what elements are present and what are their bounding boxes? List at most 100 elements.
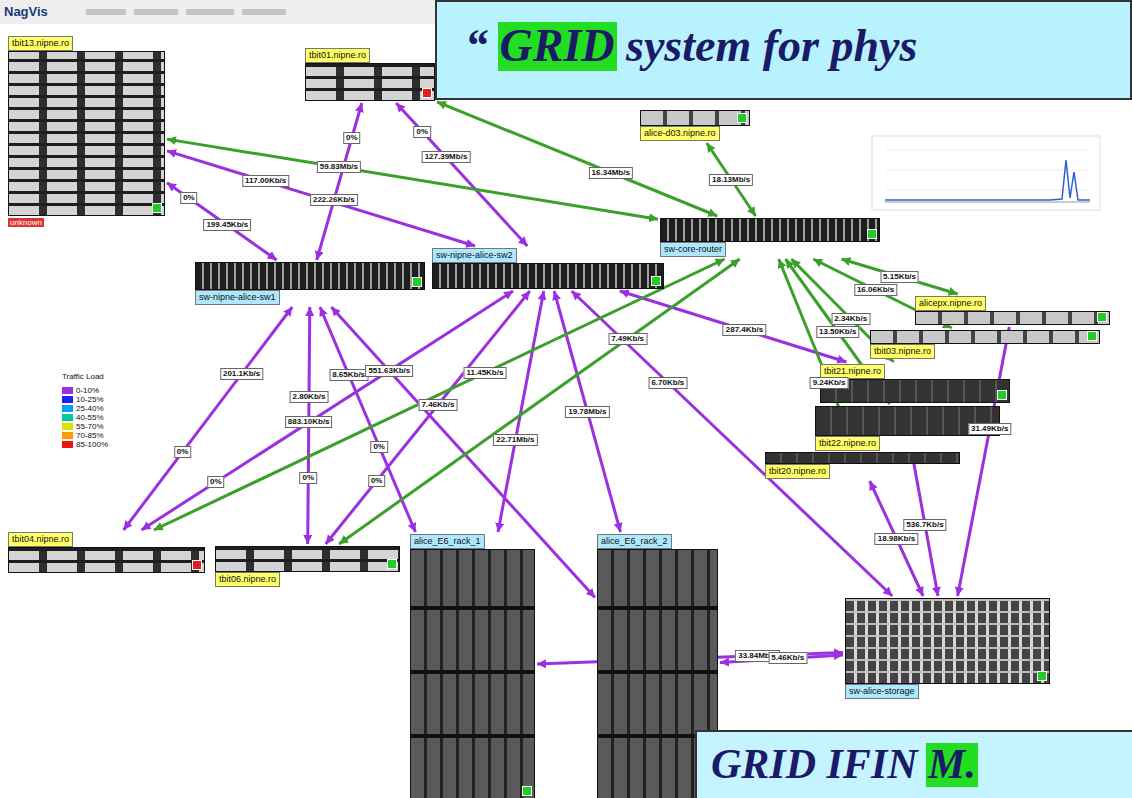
host-label: alicepx.nipne.ro bbox=[915, 296, 986, 311]
traffic-link bbox=[498, 291, 544, 532]
load-percent: 0% bbox=[207, 476, 225, 488]
host-label: tbit03.nipne.ro bbox=[870, 344, 935, 359]
slide-title: “ GRID system for phys bbox=[465, 22, 917, 70]
bandwidth-label: 2.34Kb/s bbox=[831, 313, 870, 325]
device-picture bbox=[195, 262, 425, 290]
load-percent: 0% bbox=[368, 475, 386, 487]
status-icon bbox=[1037, 671, 1047, 681]
slide-caption: GRID IFIN M. bbox=[711, 742, 976, 786]
status-icon bbox=[1097, 312, 1107, 322]
bandwidth-label: 5.46Kb/s bbox=[768, 652, 807, 664]
host-label: sw-alice-storage bbox=[845, 684, 919, 699]
traffic-link bbox=[167, 139, 658, 219]
bandwidth-label: 127.39Mb/s bbox=[422, 151, 471, 163]
traffic-link bbox=[141, 291, 513, 530]
traffic-link bbox=[167, 151, 475, 246]
bandwidth-label: 536.7Kb/s bbox=[903, 519, 946, 531]
switch-node: sw-alice-storage bbox=[845, 598, 1050, 699]
status-icon bbox=[387, 559, 397, 569]
host-label: tbit06.nipne.ro bbox=[215, 572, 280, 587]
status-icon bbox=[737, 113, 747, 123]
status-text: unknown bbox=[8, 218, 44, 227]
bandwidth-label: 13.50Kb/s bbox=[816, 326, 859, 338]
traffic-link bbox=[620, 291, 847, 362]
chart-grid bbox=[885, 150, 1090, 151]
switch-node: sw-core-router bbox=[660, 218, 880, 257]
host-label: tbit22.nipne.ro bbox=[815, 436, 880, 451]
bandwidth-label: 22.71Mb/s bbox=[493, 434, 537, 446]
legend-text: 10-25% bbox=[76, 395, 104, 404]
device-picture bbox=[432, 263, 664, 289]
bandwidth-label: 16.06Kb/s bbox=[854, 284, 897, 296]
legend-swatch bbox=[62, 414, 73, 421]
device-picture bbox=[845, 598, 1050, 684]
chart-axis bbox=[885, 202, 1090, 203]
status-icon bbox=[412, 277, 422, 287]
menu-item bbox=[134, 9, 178, 15]
device-picture bbox=[870, 330, 1100, 344]
legend-swatch bbox=[62, 405, 73, 412]
traffic-link bbox=[317, 103, 362, 260]
header-bar bbox=[0, 0, 440, 24]
bandwidth-label: 222.26Kb/s bbox=[310, 194, 358, 206]
legend-title: Traffic Load bbox=[62, 372, 104, 381]
bandwidth-label: 9.24Kb/s bbox=[810, 377, 849, 389]
device-picture bbox=[765, 452, 960, 464]
switch-node: sw-nipne-alice-sw1 bbox=[195, 262, 425, 305]
bandwidth-label: 2.80Kb/s bbox=[290, 391, 329, 403]
menu-item bbox=[242, 9, 286, 15]
legend-row: 0-10% bbox=[62, 386, 108, 395]
legend-swatch bbox=[62, 423, 73, 430]
switch-node: alice_E6_rack_1 bbox=[410, 534, 535, 798]
legend-swatch bbox=[62, 441, 73, 448]
traffic-link bbox=[958, 327, 1010, 596]
menu-item bbox=[86, 9, 126, 15]
bandwidth-label: 6.70Kb/s bbox=[648, 377, 687, 389]
legend-text: 25-40% bbox=[76, 404, 104, 413]
load-percent: 0% bbox=[370, 441, 388, 453]
bandwidth-label: 201.1Kb/s bbox=[220, 368, 263, 380]
host-label: tbit01.nipne.ro bbox=[305, 48, 370, 63]
device-picture bbox=[215, 546, 400, 572]
legend-text: 0-10% bbox=[76, 386, 99, 395]
status-icon bbox=[867, 229, 877, 239]
host-label: sw-core-router bbox=[660, 242, 726, 257]
menu-item bbox=[186, 9, 234, 15]
traffic-link bbox=[707, 143, 756, 216]
traffic-link bbox=[124, 307, 293, 530]
status-icon bbox=[997, 390, 1007, 400]
host-label: alice_E6_rack_2 bbox=[597, 534, 672, 549]
legend-row: 40-55% bbox=[62, 413, 108, 422]
traffic-link bbox=[396, 103, 527, 246]
device-picture bbox=[8, 547, 205, 573]
load-percent: 0% bbox=[343, 132, 361, 144]
device-picture bbox=[660, 218, 880, 242]
legend-text: 70-85% bbox=[76, 431, 104, 440]
bandwidth-label: 11.45Kb/s bbox=[464, 367, 507, 379]
bandwidth-label: 19.78Mb/s bbox=[565, 406, 609, 418]
host-label: sw-nipne-alice-sw2 bbox=[432, 248, 517, 263]
load-percent: 0% bbox=[414, 126, 432, 138]
load-percent: 0% bbox=[180, 192, 198, 204]
traffic-link bbox=[326, 291, 530, 544]
status-icon bbox=[422, 88, 432, 98]
bandwidth-label: 199.45Kb/s bbox=[203, 219, 251, 231]
status-icon bbox=[192, 560, 202, 570]
host-label: tbit04.nipne.ro bbox=[8, 532, 73, 547]
legend-swatch bbox=[62, 396, 73, 403]
chart-grid bbox=[885, 190, 1090, 191]
server-node: alicepx.nipne.ro bbox=[915, 296, 1110, 325]
app-logo: NagVis bbox=[4, 4, 48, 19]
chart-grid bbox=[885, 170, 1090, 171]
status-icon bbox=[522, 786, 532, 796]
host-label: sw-nipne-alice-sw1 bbox=[195, 290, 280, 305]
bandwidth-label: 551.63Kb/s bbox=[365, 365, 413, 377]
server-node: tbit03.nipne.ro bbox=[870, 330, 1100, 359]
chart-frame bbox=[872, 136, 1100, 210]
server-node: tbit13.nipne.ro bbox=[8, 36, 165, 216]
bandwidth-label: 287.4Kb/s bbox=[723, 324, 766, 336]
legend: 0-10%10-25%25-40%40-55%55-70%70-85%85-10… bbox=[62, 386, 108, 449]
device-picture bbox=[410, 549, 535, 798]
